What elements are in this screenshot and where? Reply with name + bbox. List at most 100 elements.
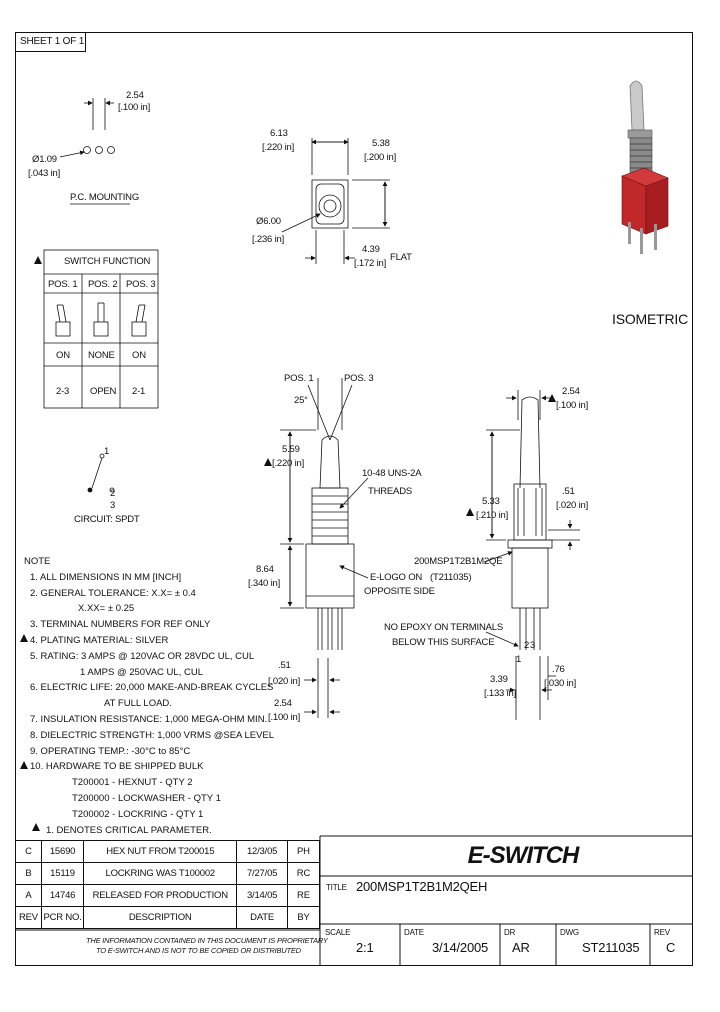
pc-pitch-in: [.100 in] — [118, 102, 151, 113]
top-flat-in: [.172 in] — [354, 258, 387, 269]
side-pin-len: 3.39 — [490, 674, 508, 685]
side-part-number: 200MSP1T2B1M2QE — [414, 556, 503, 567]
note-line: T200001 - HEXNUT - QTY 2 — [72, 777, 193, 789]
dr-value: AR — [512, 940, 530, 955]
scale-value: 2:1 — [356, 940, 374, 955]
note-line: 10. HARDWARE TO BE SHIPPED BULK — [30, 761, 204, 773]
desc-cell: RELEASED FOR PRODUCTION — [83, 884, 238, 907]
rev-cell: A — [15, 884, 42, 907]
circuit-label: CIRCUIT: SPDT — [74, 514, 140, 525]
proprietary-line-1: THE INFORMATION CONTAINED IN THIS DOCUME… — [86, 936, 328, 945]
note-line: 5. RATING: 3 AMPS @ 120VAC OR 28VDC UL, … — [30, 650, 255, 662]
header-rev: REV — [15, 906, 42, 929]
scale-label: SCALE — [325, 928, 351, 937]
side-pin-len2-in: [.030 in] — [544, 678, 577, 689]
note-line: 1. DENOTES CRITICAL PARAMETER. — [46, 824, 212, 836]
side-t2: 2 — [524, 640, 530, 651]
note-line: 1. ALL DIMENSIONS IN MM [INCH] — [30, 571, 182, 583]
by-cell: PH — [286, 840, 321, 863]
sf-conn-pos1: 2-3 — [56, 386, 70, 397]
table-row: C 15690 HEX NUT FROM T200015 12/3/05 PH — [15, 840, 321, 863]
table-header-row: REV PCR NO. DESCRIPTION DATE BY — [15, 906, 321, 929]
date-cell: 12/3/05 — [236, 840, 288, 863]
front-threads: 10-48 UNS-2A — [362, 468, 422, 479]
side-pitch-in: [.100 in] — [556, 400, 589, 411]
notes-title: NOTE — [24, 556, 51, 567]
note-line: 8. DIELECTRIC STRENGTH: 1,000 VRMS @SEA … — [30, 729, 275, 741]
pc-hole-3 — [107, 146, 115, 154]
note-line: T200002 - LOCKRING - QTY 1 — [72, 808, 204, 820]
side-t1: 1 — [516, 654, 522, 665]
note-line: 1 AMPS @ 250VAC UL, CUL — [80, 666, 203, 678]
header-description: DESCRIPTION — [83, 906, 238, 929]
rev-cell: B — [15, 862, 42, 885]
note-line: 2. GENERAL TOLERANCE: X.X= ± 0.4 — [30, 587, 196, 599]
note-line: X.XX= ± 0.25 — [78, 603, 135, 615]
front-lever-h-in: [.220 in] — [272, 458, 305, 469]
sheet-label-box — [15, 32, 86, 52]
revision-table: C 15690 HEX NUT FROM T200015 12/3/05 PH … — [15, 840, 321, 929]
note-line: 6. ELECTRIC LIFE: 20,000 MAKE-AND-BREAK … — [30, 682, 274, 694]
critical-markers — [20, 256, 556, 831]
sf-conn-pos3: 2-1 — [132, 386, 146, 397]
front-pin-pitch-in: [.100 in] — [268, 712, 301, 723]
front-angle: 25° — [294, 395, 308, 406]
top-dia: Ø6.00 — [256, 216, 281, 227]
front-lever-h: 5.59 — [282, 444, 300, 455]
pcr-cell: 15119 — [40, 862, 85, 885]
side-t3: 3 — [530, 640, 536, 651]
dwg-label: DWG — [560, 928, 579, 937]
dwg-value: ST211035 — [582, 940, 640, 955]
top-width: 6.13 — [270, 128, 288, 139]
desc-cell: LOCKRING WAS T100002 — [83, 862, 238, 885]
sf-state-pos2: NONE — [88, 350, 115, 361]
switch-function-title: SWITCH FUNCTION — [64, 256, 151, 267]
side-bush-h: 5.33 — [482, 496, 500, 507]
sf-header-pos2: POS. 2 — [88, 279, 118, 290]
rev-value: C — [666, 940, 676, 955]
date-label: DATE — [404, 928, 424, 937]
front-pos1: POS. 1 — [284, 373, 314, 384]
side-part-code: (T211035) — [430, 572, 472, 583]
sf-state-pos1: ON — [56, 350, 70, 361]
side-pin: .51 — [562, 486, 575, 497]
pc-hole-dia-in: [.043 in] — [28, 168, 61, 179]
note-line: T200000 - LOCKWASHER - QTY 1 — [72, 792, 221, 804]
pcr-cell: 14746 — [40, 884, 85, 907]
side-pin-len2: .76 — [552, 664, 565, 675]
title-value: 200MSP1T2B1M2QEH — [356, 879, 488, 894]
date-cell: 7/27/05 — [236, 862, 288, 885]
side-pin-len-in: [.133 in] — [484, 688, 517, 699]
pc-pitch: 2.54 — [126, 90, 144, 101]
front-elogo-2: OPPOSITE SIDE — [364, 586, 435, 597]
top-width-in: [.220 in] — [262, 142, 295, 153]
side-epoxy-2: BELOW THIS SURFACE — [392, 637, 495, 648]
drawing-frame — [15, 32, 693, 966]
top-height: 5.38 — [372, 138, 390, 149]
table-row: B 15119 LOCKRING WAS T100002 7/27/05 RC — [15, 862, 321, 885]
circuit-t1: 1 — [104, 446, 110, 457]
note-line: AT FULL LOAD. — [104, 698, 172, 710]
proprietary-line-2: TO E-SWITCH AND IS NOT TO BE COPIED OR D… — [96, 946, 301, 955]
isometric-view — [621, 80, 669, 254]
front-pin-pitch: 2.54 — [274, 698, 292, 709]
sf-conn-pos2: OPEN — [90, 386, 117, 397]
sf-header-pos1: POS. 1 — [48, 279, 78, 290]
table-row: A 14746 RELEASED FOR PRODUCTION 3/14/05 … — [15, 884, 321, 907]
by-cell: RE — [286, 884, 321, 907]
side-pin-in: [.020 in] — [556, 500, 589, 511]
note-line: 3. TERMINAL NUMBERS FOR REF ONLY — [30, 619, 211, 631]
front-body-h: 8.64 — [256, 564, 274, 575]
pc-hole-2 — [95, 146, 103, 154]
note-line: 9. OPERATING TEMP.: -30°C to 85°C — [30, 745, 191, 757]
pc-hole-dia: Ø1.09 — [32, 154, 57, 165]
title-label: TITLE — [326, 883, 347, 892]
front-elogo: E-LOGO ON — [370, 572, 423, 583]
front-pin-w-in: [.020 in] — [268, 676, 301, 687]
sf-state-pos3: ON — [132, 350, 146, 361]
rev-label: REV — [654, 928, 670, 937]
circuit-t3: 3 — [110, 500, 116, 511]
header-pcr: PCR NO. — [40, 906, 85, 929]
sheet-label: SHEET 1 OF 1 — [20, 36, 85, 47]
